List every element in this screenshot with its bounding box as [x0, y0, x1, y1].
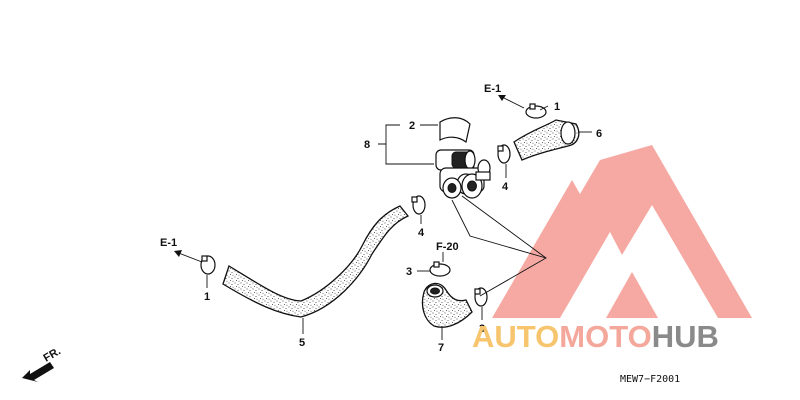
callout-7: 7 [438, 342, 444, 354]
ref-e1-left: E-1 [160, 237, 177, 249]
clamp-1-left [200, 255, 216, 275]
clamp-4-lower [411, 195, 426, 215]
diagram-code: MEW7−F2001 [620, 374, 680, 385]
callout-3-left: 3 [406, 266, 412, 278]
ref-e1-top: E-1 [484, 83, 501, 95]
callout-1-top: 1 [554, 101, 560, 113]
callout-6: 6 [596, 128, 602, 140]
arrow-e1-left-icon [174, 250, 203, 263]
clamp-3-right [474, 287, 488, 307]
hose-5 [222, 205, 410, 318]
ref-f20: F-20 [436, 241, 459, 253]
callout-5: 5 [299, 337, 305, 349]
callout-4-upper: 4 [502, 181, 509, 193]
cover-2 [439, 117, 471, 144]
watermark-logo-icon [492, 145, 752, 318]
front-arrow-icon [22, 362, 54, 382]
leader-lines [206, 105, 592, 340]
clamp-4-upper [497, 144, 511, 164]
air-valve-assembly [435, 149, 491, 199]
arrow-e1-top-icon [498, 95, 525, 109]
watermark-text: AUTOMOTOHUB [472, 319, 719, 354]
callout-8: 8 [364, 139, 370, 151]
watermark-part1: AUTO [472, 319, 559, 354]
watermark-part3: HUB [652, 319, 719, 354]
callout-4-lower: 4 [418, 227, 425, 239]
front-label: FR. [42, 345, 63, 364]
callout-3-right: 3 [479, 323, 485, 335]
callout-1-left: 1 [204, 291, 210, 303]
callout-2: 2 [409, 120, 415, 132]
clamp-3-left [429, 261, 451, 277]
watermark-part2: MOTO [559, 319, 651, 354]
clamp-1-top [525, 103, 547, 119]
hose-6-end [560, 121, 576, 145]
